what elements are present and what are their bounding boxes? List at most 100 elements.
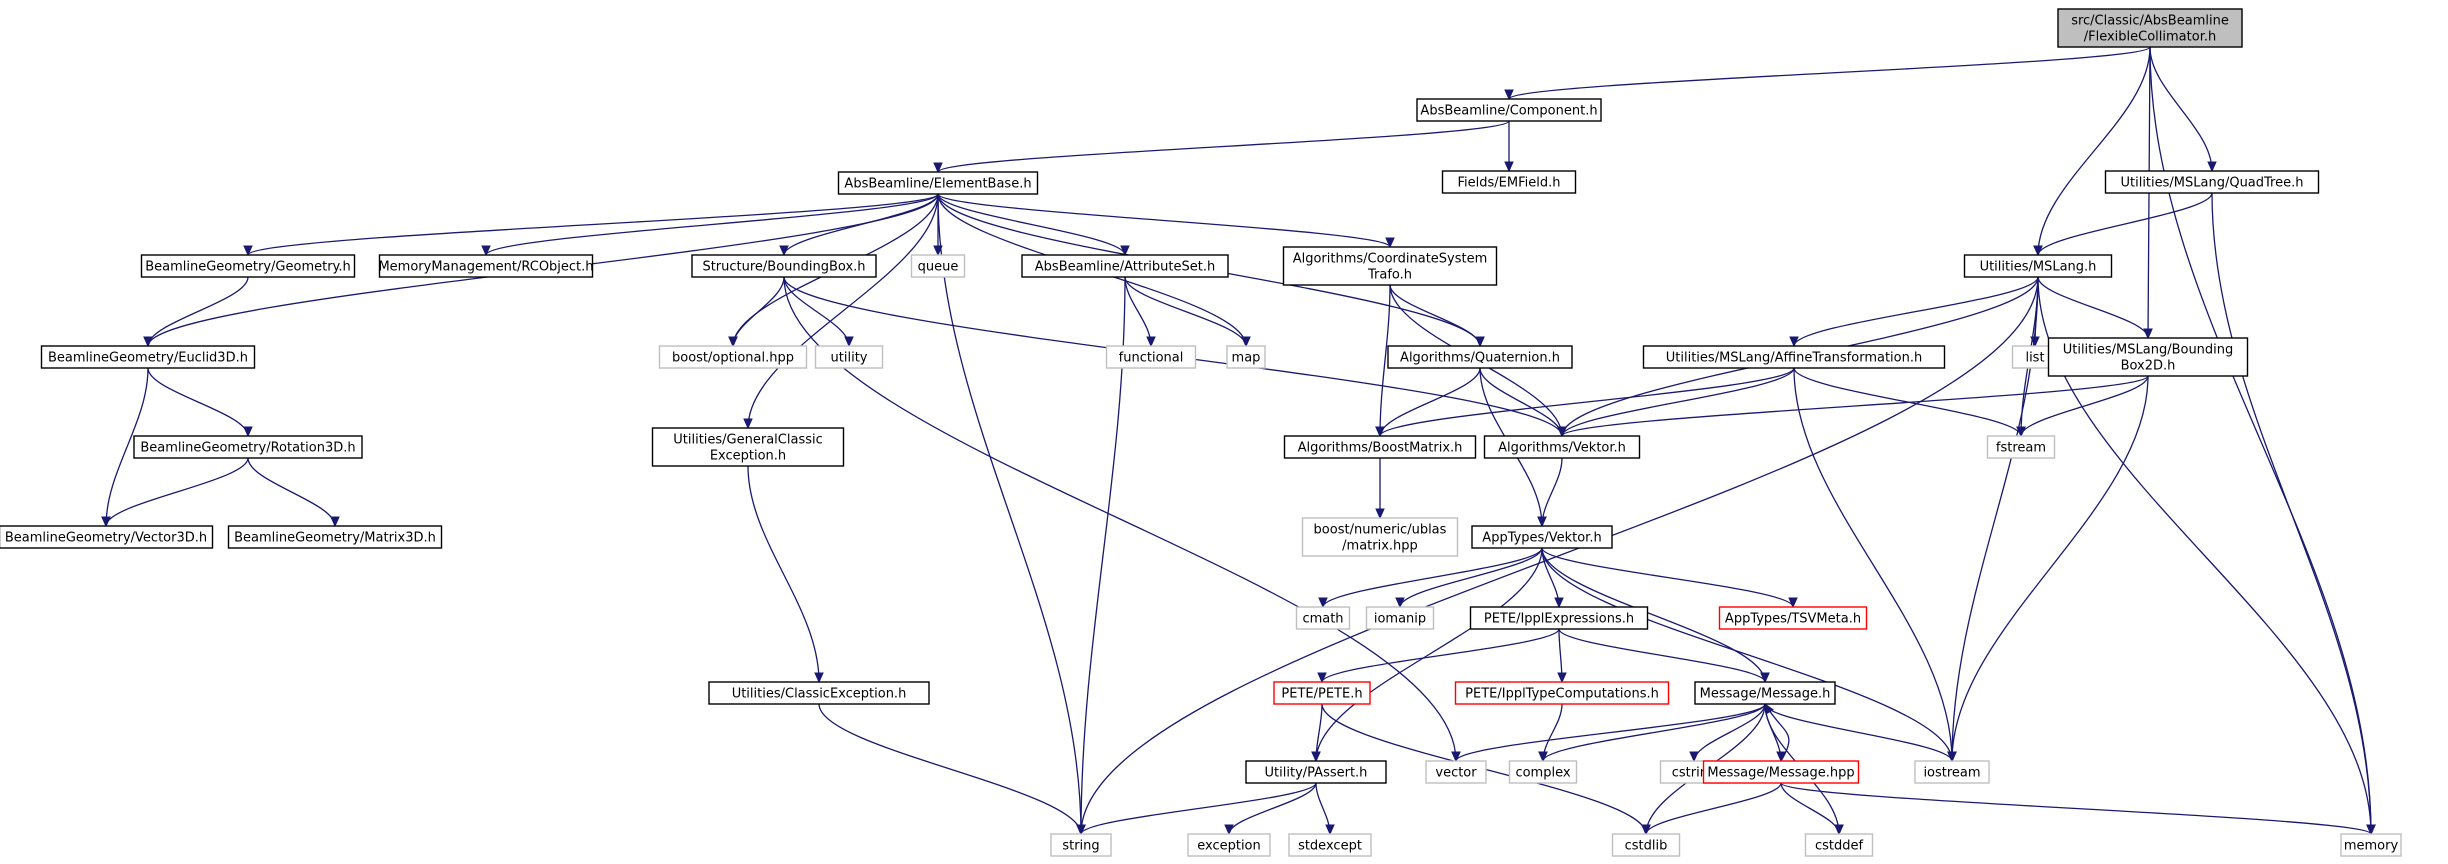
- node-tsvmeta[interactable]: AppTypes/TSVMeta.h: [1718, 606, 1868, 630]
- header-nodes: src/Classic/AbsBeamline/FlexibleCollimat…: [0, 8, 2402, 857]
- node-quadtree[interactable]: Utilities/MSLang/QuadTree.h: [2104, 170, 2320, 194]
- node-label: Box2D.h: [2121, 359, 2176, 374]
- node-boostmatrix[interactable]: Algorithms/BoostMatrix.h: [1283, 435, 1477, 459]
- node-label: PETE/IpplExpressions.h: [1484, 612, 1634, 627]
- node-cstdlib: cstdlib: [1611, 833, 1681, 857]
- node-matrix3d[interactable]: BeamlineGeometry/Matrix3D.h: [227, 525, 443, 549]
- node-pete[interactable]: PETE/PETE.h: [1273, 681, 1371, 705]
- node-box: [0, 525, 214, 549]
- node-box: [708, 681, 930, 705]
- node-boundingbox[interactable]: Structure/BoundingBox.h: [691, 254, 877, 278]
- node-affine[interactable]: Utilities/MSLang/AffineTransformation.h: [1642, 345, 1946, 369]
- node-optional: boost/optional.hpp: [658, 345, 808, 369]
- edge-root-to-memory: [2149, 46, 2376, 836]
- node-list: list: [2011, 345, 2059, 369]
- node-label: /FlexibleCollimator.h: [2084, 30, 2216, 45]
- node-label: BeamlineGeometry/Geometry.h: [145, 260, 351, 275]
- node-geometry[interactable]: BeamlineGeometry/Geometry.h: [140, 254, 356, 278]
- node-complex: complex: [1508, 760, 1578, 784]
- node-emfield[interactable]: Fields/EMField.h: [1441, 170, 1577, 194]
- node-root[interactable]: src/Classic/AbsBeamline/FlexibleCollimat…: [2057, 8, 2243, 48]
- edge-coordsys-to-quaternion: [1389, 284, 1485, 348]
- edge-message-to-cstring: [1689, 703, 1766, 763]
- node-box: [1273, 681, 1371, 705]
- node-label: src/Classic/AbsBeamline: [2071, 14, 2229, 29]
- edge-mslang-to-affine: [1789, 276, 2039, 348]
- node-label: complex: [1515, 766, 1570, 781]
- node-ippltype[interactable]: PETE/IpplTypeComputations.h: [1454, 681, 1670, 705]
- edge-elementbase-to-genclassexc: [743, 193, 939, 430]
- node-label: vector: [1435, 766, 1477, 781]
- node-box: [658, 345, 808, 369]
- node-message[interactable]: Message/Message.h: [1694, 681, 1836, 705]
- node-exception: exception: [1187, 833, 1271, 857]
- edge-boundingbox-to-utility: [783, 276, 854, 348]
- edge-bbox2d-to-algvektor: [1557, 375, 2149, 438]
- node-elementbase[interactable]: AbsBeamline/ElementBase.h: [837, 171, 1039, 195]
- edge-component-to-elementbase: [933, 120, 1510, 174]
- edge-apptypesvektor-to-passert: [1311, 547, 1543, 763]
- edge-bbox2d-to-fstream: [2016, 375, 2149, 438]
- node-label: Exception.h: [710, 449, 786, 464]
- node-label: AbsBeamline/ElementBase.h: [844, 177, 1031, 192]
- node-box: [1245, 760, 1387, 784]
- edge-attributeset-to-functional: [1124, 276, 1156, 348]
- edge-pete-to-passert: [1311, 703, 1323, 763]
- node-ipplexpr[interactable]: PETE/IpplExpressions.h: [1469, 606, 1649, 630]
- node-fstream: fstream: [1986, 435, 2056, 459]
- edge-passert-to-string: [1076, 782, 1317, 836]
- node-component[interactable]: AbsBeamline/Component.h: [1416, 98, 1602, 122]
- node-box: [1483, 435, 1641, 459]
- node-memory: memory: [2340, 833, 2402, 857]
- node-label: BeamlineGeometry/Vector3D.h: [5, 531, 207, 546]
- edge-passert-to-exception: [1224, 782, 1317, 836]
- node-label: exception: [1197, 839, 1261, 854]
- edge-messagehpp-to-message: [1764, 702, 1790, 762]
- node-euclid3d[interactable]: BeamlineGeometry/Euclid3D.h: [40, 345, 256, 369]
- edge-boostmatrix-to-ublas: [1375, 457, 1385, 520]
- node-algvektor[interactable]: Algorithms/Vektor.h: [1483, 435, 1641, 459]
- node-passert[interactable]: Utility/PAssert.h: [1245, 760, 1387, 784]
- edge-ipplexpr-to-pete: [1317, 628, 1560, 684]
- edge-message-to-complex: [1538, 703, 1766, 763]
- node-rcobject[interactable]: MemoryManagement/RCObject.h: [378, 254, 594, 278]
- node-box: [910, 254, 966, 278]
- node-apptypesvektor[interactable]: AppTypes/Vektor.h: [1471, 525, 1613, 549]
- node-quaternion[interactable]: Algorithms/Quaternion.h: [1387, 345, 1573, 369]
- node-label: BeamlineGeometry/Euclid3D.h: [48, 351, 248, 366]
- node-box: [1226, 345, 1266, 369]
- node-box: [1508, 760, 1578, 784]
- node-label: Algorithms/CoordinateSystem: [1293, 252, 1488, 267]
- edge-quadtree-to-memory: [2211, 192, 2376, 836]
- edge-bbox2d-to-iostream: [1947, 375, 2149, 763]
- edge-messagehpp-to-cstddef: [1780, 782, 1844, 836]
- node-rotation3d[interactable]: BeamlineGeometry/Rotation3D.h: [133, 435, 363, 459]
- node-box: [1187, 833, 1271, 857]
- node-label: Algorithms/Quaternion.h: [1400, 351, 1560, 366]
- node-label: queue: [918, 260, 959, 275]
- node-messagehpp[interactable]: Message/Message.hpp: [1702, 760, 1860, 784]
- node-vector3d[interactable]: BeamlineGeometry/Vector3D.h: [0, 525, 214, 549]
- node-label: stdexcept: [1298, 839, 1362, 854]
- node-attributeset[interactable]: AbsBeamline/AttributeSet.h: [1021, 254, 1229, 278]
- edge-apptypesvektor-to-tsvmeta: [1541, 547, 1798, 609]
- node-box: [1986, 435, 2056, 459]
- node-label: AppTypes/TSVMeta.h: [1725, 612, 1861, 627]
- node-label: BeamlineGeometry/Matrix3D.h: [234, 531, 436, 546]
- node-box: [691, 254, 877, 278]
- node-classexc[interactable]: Utilities/ClassicException.h: [708, 681, 930, 705]
- edge-message-to-vector: [1451, 703, 1766, 763]
- node-label: cstddef: [1815, 839, 1864, 854]
- node-label: iomanip: [1374, 612, 1426, 627]
- node-box: [651, 427, 845, 467]
- node-label: cstdlib: [1625, 839, 1668, 854]
- node-mslang[interactable]: Utilities/MSLang.h: [1963, 254, 2113, 278]
- node-box: [1718, 606, 1868, 630]
- node-cstddef: cstddef: [1804, 833, 1874, 857]
- node-label: Message/Message.hpp: [1707, 766, 1854, 781]
- node-box: [1454, 681, 1670, 705]
